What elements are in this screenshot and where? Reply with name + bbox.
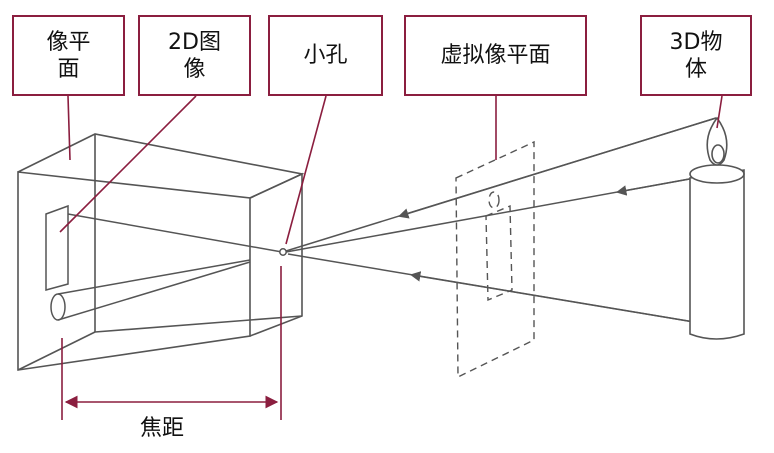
inverted-candle-bottom xyxy=(57,261,251,321)
internal-rays xyxy=(67,213,283,253)
inverted-candle-top xyxy=(57,259,251,295)
candle-top xyxy=(689,164,745,184)
candle-body xyxy=(689,169,745,340)
ray-flame-arrow xyxy=(397,117,717,219)
leader-lines xyxy=(59,95,723,420)
camera-hidden-edge-diagonal xyxy=(17,331,96,371)
label-object-3d-text: 3D物 体 xyxy=(669,29,723,82)
ray-candle-bottom-arrow xyxy=(409,271,695,323)
camera-box xyxy=(17,133,305,371)
inverted-candle-end xyxy=(50,293,66,321)
label-object-3d: 3D物 体 xyxy=(640,15,752,96)
virtual-plane-outline xyxy=(455,140,535,379)
virtual-image-candle xyxy=(485,204,513,302)
leader-pinhole xyxy=(285,95,327,245)
label-pinhole: 小孔 xyxy=(268,15,383,96)
label-image-2d: 2D图 像 xyxy=(138,15,251,96)
label-virtual-image-plane-text: 虚拟像平面 xyxy=(440,43,551,68)
image-2d-frame xyxy=(45,204,69,291)
label-virtual-image-plane: 虚拟像平面 xyxy=(404,15,587,96)
internal-ray-top xyxy=(67,213,283,253)
pinhole-point xyxy=(279,248,287,256)
label-image-plane-text: 像平 面 xyxy=(46,29,91,82)
camera-hidden-edge-bottom xyxy=(94,315,303,333)
candle-object xyxy=(689,116,745,340)
virtual-image-plane-drawing xyxy=(455,140,535,379)
image-2d-drawing xyxy=(45,204,251,321)
leader-image-2d xyxy=(59,95,197,233)
camera-front-face xyxy=(17,171,251,371)
label-image-plane: 像平 面 xyxy=(12,15,125,96)
candle-flame-inner xyxy=(711,144,725,164)
leader-object-3d xyxy=(716,95,723,129)
label-image-2d-text: 2D图 像 xyxy=(168,29,221,82)
external-rays xyxy=(285,117,717,323)
focal-length-label: 焦距 xyxy=(140,416,185,441)
camera-right-face xyxy=(249,172,303,337)
leader-image-plane xyxy=(67,95,71,161)
virtual-image-flame xyxy=(488,191,500,209)
label-pinhole-text: 小孔 xyxy=(303,43,348,68)
